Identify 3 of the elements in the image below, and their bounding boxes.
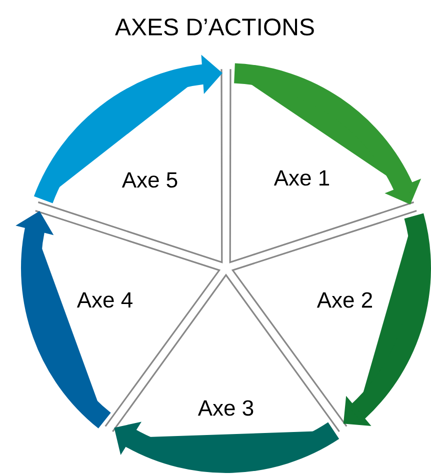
title: AXES D’ACTIONS <box>115 18 314 36</box>
sector: Axe 1 <box>229 69 414 264</box>
sector: Axe 5 <box>38 69 223 264</box>
